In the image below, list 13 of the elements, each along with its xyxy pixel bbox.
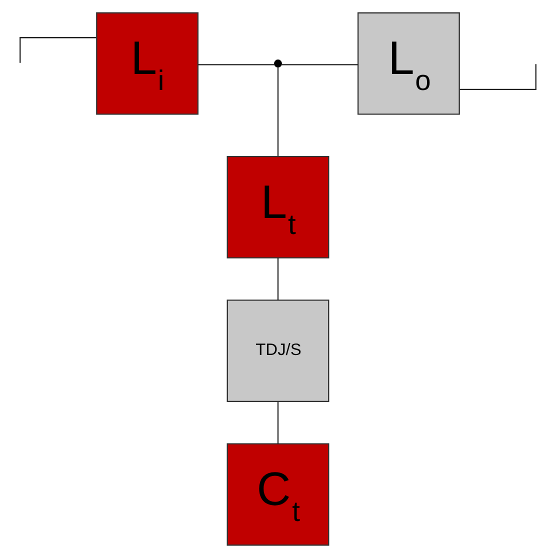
node-box: L$_{t}$ <box>226 156 329 258</box>
node-box: TDJ/S <box>226 300 329 402</box>
connector <box>19 37 96 63</box>
node-box: C$_{t}$ <box>226 443 329 546</box>
node-circle <box>274 60 282 68</box>
connector <box>276 258 278 300</box>
node-box: L$_{i}$ <box>96 12 198 115</box>
connector <box>280 64 358 66</box>
connector <box>276 67 278 156</box>
connector <box>459 64 536 90</box>
connector <box>198 64 274 66</box>
node-box: L$_{o}$ <box>356 12 460 115</box>
connector <box>276 401 278 444</box>
